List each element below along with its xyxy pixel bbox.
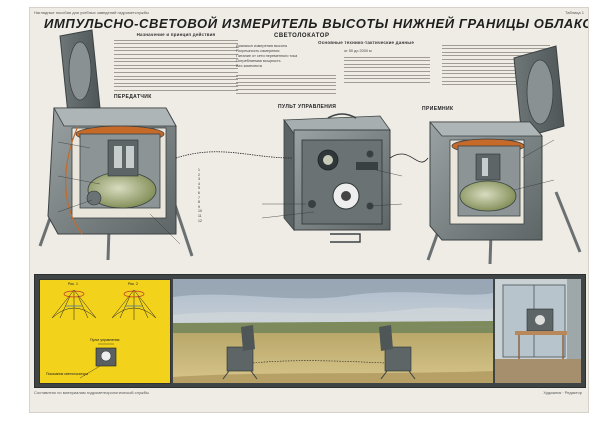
transmitter-label: ПЕРЕДАТЧИК <box>114 94 152 100</box>
bottom-panel: Рис. 1 Рис. 2 Пульт управления Показания… <box>34 274 586 388</box>
sheet-number: Таблица 1 <box>564 10 584 15</box>
spec-item: Погрешность измерения <box>236 49 280 53</box>
field-transmitter <box>222 325 258 380</box>
transmitter-illustration <box>38 29 194 261</box>
control-panel-label: ПУЛЬТ УПРАВЛЕНИЯ <box>278 104 337 110</box>
field-scene <box>173 279 493 383</box>
cable-right <box>389 153 429 163</box>
spec-item: Потребляемая мощность <box>236 59 281 63</box>
spec-item: Диапазон измерения высоты <box>236 44 288 48</box>
diagram-a-label: Рис. 1 <box>68 282 78 286</box>
control-panel-illustration <box>283 113 391 243</box>
poster-title: ИМПУЛЬСНО-СВЕТОВОЙ ИЗМЕРИТЕЛЬ ВЫСОТЫ НИЖ… <box>44 16 588 31</box>
principle-heading: Назначение и принцип действия <box>136 32 216 37</box>
spec-range: от 50 до 2000 м <box>344 49 372 53</box>
station-interior <box>495 279 581 383</box>
bottom-caption: Показания светолокатора <box>46 372 89 376</box>
specs-lines-c <box>442 42 550 86</box>
panel-caption: Пульт управления <box>90 338 120 342</box>
principle-lines <box>114 39 238 91</box>
device-illustrations <box>38 29 582 265</box>
top-note: Наглядные пособия для учебных заведений … <box>34 10 149 15</box>
field-receiver <box>379 325 416 380</box>
spec-item: Питание от сети переменного тока <box>236 54 298 58</box>
specs-heading: Основные технико-тактические данные <box>318 40 415 45</box>
specs-lines-b <box>344 54 430 83</box>
beam-diagram <box>51 289 157 379</box>
footer-right: Художник · Редактор <box>543 390 582 395</box>
poster-subtitle: СВЕТОЛОКАТОР <box>274 33 330 39</box>
callout-leaders <box>57 139 555 245</box>
receiver-label: ПРИЕМНИК <box>422 106 454 112</box>
footer-left: Составлено по материалам гидрометеоролог… <box>34 390 149 395</box>
cable-left <box>175 151 293 159</box>
specs-lines-a <box>236 72 336 94</box>
poster: Наглядные пособия для учебных заведений … <box>30 8 588 412</box>
specs-list: Диапазон измерения высоты Погрешность из… <box>236 44 297 69</box>
principle-text: Назначение и принцип действия <box>114 32 238 91</box>
spec-item: Вес комплекта <box>236 64 262 68</box>
diagram-b-label: Рис. 2 <box>128 282 138 286</box>
receiver-illustration <box>426 45 582 265</box>
diagram-inset: Рис. 1 Рис. 2 Пульт управления Показания… <box>39 279 171 384</box>
